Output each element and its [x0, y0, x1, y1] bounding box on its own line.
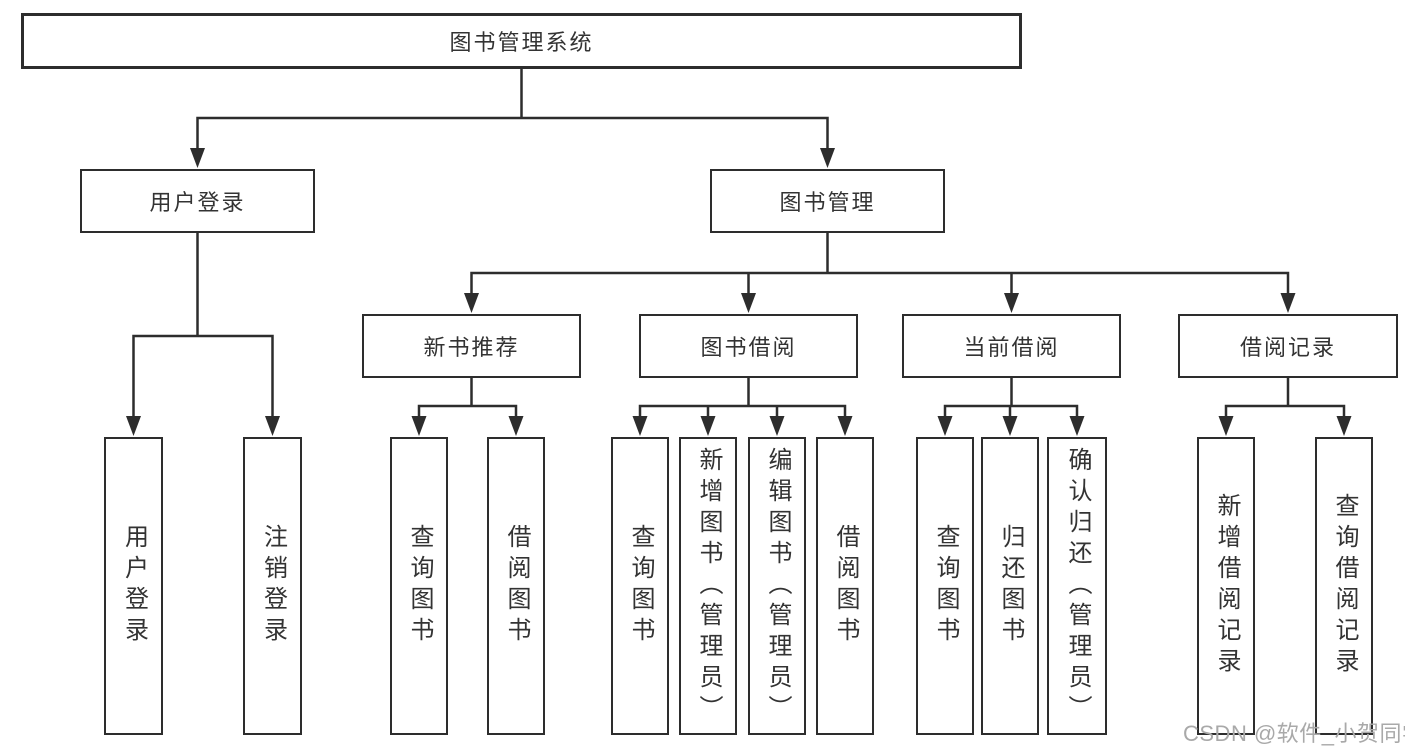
connector-new-book-recommend-branch: [411, 374, 524, 436]
leaf-query-book-borrow: 查询图书: [611, 437, 669, 735]
node-new-book-recommend: 新书推荐: [362, 314, 581, 378]
node-book-borrow: 图书借阅: [639, 314, 858, 378]
connector-current-borrow-branch: [937, 374, 1085, 436]
node-user-login: 用户登录: [80, 169, 315, 233]
leaf-add-book-admin: 新增图书（管理员）: [679, 437, 737, 735]
node-book-management: 图书管理: [710, 169, 945, 233]
leaf-user-login: 用户登录: [104, 437, 163, 735]
leaf-edit-book-admin: 编辑图书（管理员）: [748, 437, 806, 735]
connector-book-management-branch: [464, 229, 1296, 313]
connector-book-borrow-branch: [632, 374, 853, 436]
leaf-add-borrow-record: 新增借阅记录: [1197, 437, 1255, 735]
connector-borrow-records-branch: [1218, 374, 1352, 436]
node-library-management-system: 图书管理系统: [21, 13, 1022, 69]
leaf-query-book-recommend: 查询图书: [390, 437, 448, 735]
connector-user-login-branch: [126, 229, 280, 436]
leaf-query-borrow-record: 查询借阅记录: [1315, 437, 1373, 735]
node-borrow-records: 借阅记录: [1178, 314, 1398, 378]
leaf-logout: 注销登录: [243, 437, 302, 735]
csdn-watermark: CSDN @软件_小贺同学: [1183, 721, 1405, 746]
connector-root-to-level2: [190, 65, 835, 168]
node-current-borrow: 当前借阅: [902, 314, 1121, 378]
leaf-return-book: 归还图书: [981, 437, 1039, 735]
leaf-borrow-book: 借阅图书: [816, 437, 874, 735]
leaf-borrow-book-recommend: 借阅图书: [487, 437, 545, 735]
leaf-confirm-return-admin: 确认归还（管理员）: [1047, 437, 1107, 735]
leaf-query-book-current: 查询图书: [916, 437, 974, 735]
